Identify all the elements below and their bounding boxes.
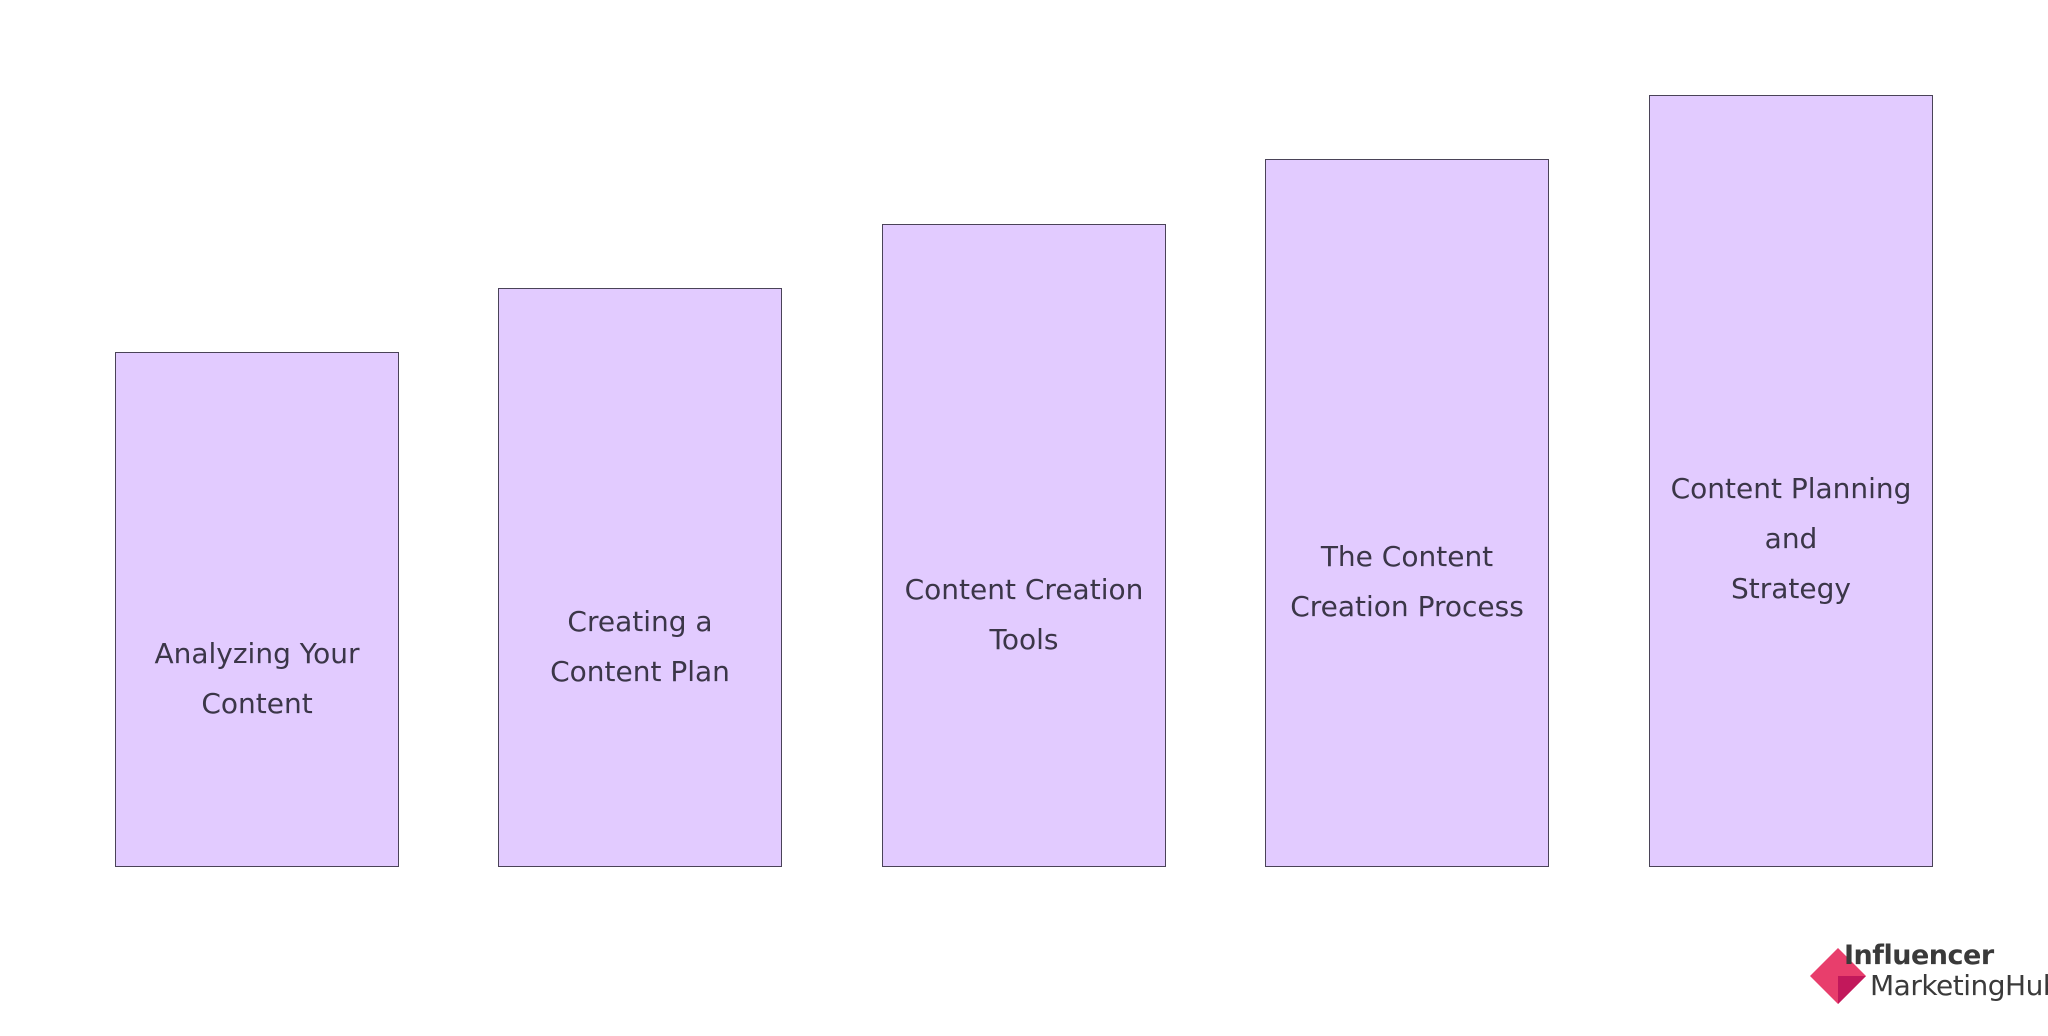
step-label: The Content Creation Process (1266, 532, 1548, 632)
influencer-marketing-hub-logo: Influencer MarketingHub (1808, 942, 2048, 1008)
step-label: Analyzing Your Content (116, 629, 398, 729)
step-analyzing-your-content: Analyzing Your Content (115, 352, 399, 867)
step-label: Creating a Content Plan (499, 597, 781, 697)
logo-text-line1: Influencer (1844, 942, 1994, 971)
step-label-line: and (1764, 522, 1818, 555)
step-label-line: Content Creation (904, 572, 1144, 606)
step-label-line: Content Plan (550, 654, 730, 688)
step-label-line: Analyzing Your (154, 636, 360, 670)
step-the-content-creation-process: The Content Creation Process (1265, 159, 1549, 867)
step-content-planning-and-strategy: Content Planning and Strategy (1649, 95, 1933, 867)
step-label-line: Content (201, 686, 313, 720)
step-label-line: Content Planning (1670, 472, 1912, 505)
step-label-line: Strategy (1731, 572, 1851, 605)
step-label: Content Creation Tools (883, 565, 1165, 665)
step-label-line: Creation Process (1290, 590, 1524, 623)
step-content-creation-tools: Content Creation Tools (882, 224, 1166, 867)
diamond-logo-icon (1810, 948, 1866, 1004)
step-label: Content Planning and Strategy (1650, 464, 1932, 614)
step-label-line: Creating a (567, 604, 713, 638)
step-creating-a-content-plan: Creating a Content Plan (498, 288, 782, 867)
logo-text-line2: MarketingHub (1870, 969, 2048, 1002)
step-label-line: The Content (1320, 540, 1494, 573)
step-label-line: Tools (989, 622, 1059, 656)
